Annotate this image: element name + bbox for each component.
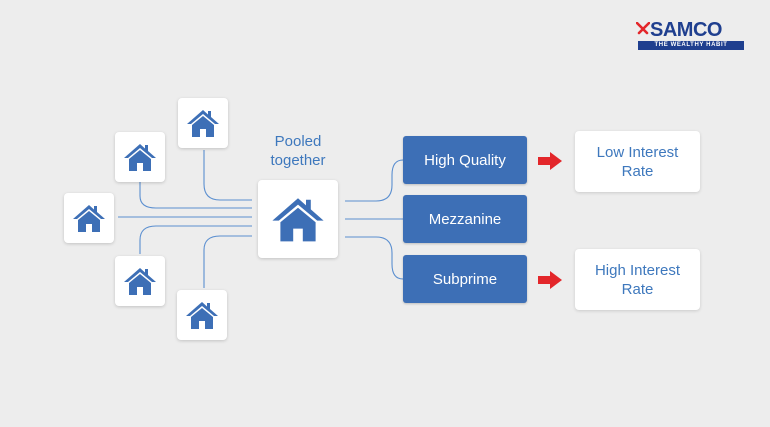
source-house-card (64, 193, 114, 243)
tranche-label: High Quality (424, 151, 506, 169)
pooled-label: Pooled together (258, 132, 338, 170)
arrow-right-icon (538, 152, 562, 170)
house-icon (187, 110, 219, 137)
logo-wordmark: SAMCO (650, 19, 722, 41)
samco-mark-icon (636, 22, 650, 35)
tranche-mezzanine: Mezzanine (403, 195, 527, 243)
arrow-right-icon (538, 271, 562, 289)
outcome-line1: Low Interest (596, 143, 679, 161)
source-house-card (178, 98, 228, 148)
source-house-card (115, 256, 165, 306)
outcome-line2: Rate (621, 280, 654, 298)
outcome-high-interest: High Interest Rate (575, 249, 700, 310)
house-icon (73, 205, 105, 232)
house-icon (186, 302, 218, 329)
tranche-subprime: Subprime (403, 255, 527, 303)
house-icon (124, 144, 156, 171)
outcome-low-interest: Low Interest Rate (575, 131, 700, 192)
source-house-card (177, 290, 227, 340)
pooled-label-line1: Pooled (274, 133, 322, 150)
house-icon (124, 268, 156, 295)
tranche-label: Subprime (432, 270, 498, 288)
logo-tagline: THE WEALTHY HABIT (638, 41, 744, 50)
pooled-label-line2: together (270, 152, 326, 169)
source-house-card (115, 132, 165, 182)
tranche-high-quality: High Quality (403, 136, 527, 184)
house-icon (272, 198, 324, 242)
tranche-label: Mezzanine (428, 210, 502, 228)
outcome-line2: Rate (621, 162, 654, 180)
outcome-line1: High Interest (594, 261, 681, 279)
samco-logo: SAMCO THE WEALTHY HABIT (636, 20, 746, 52)
pooled-house-card (258, 180, 338, 258)
